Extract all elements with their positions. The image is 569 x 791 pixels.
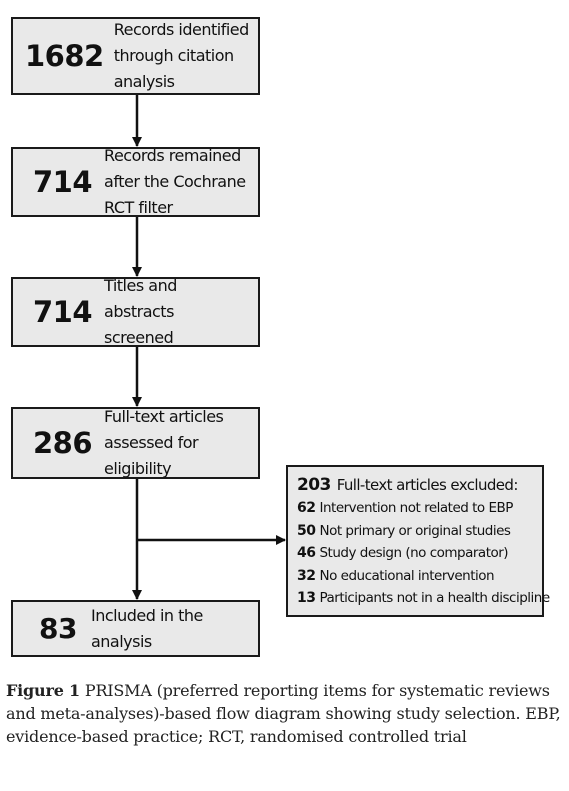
label-included: Included in the analysis <box>90 605 203 651</box>
label-identified: Records identified through citation anal… <box>113 20 250 91</box>
figure-label: Figure 1 <box>6 681 80 700</box>
count-included: 83 <box>39 612 77 645</box>
box-titles-screened: 714 Titles and abstracts screened <box>11 276 260 347</box>
figure-caption: Figure 1 PRISMA (preferred reporting ite… <box>6 679 562 748</box>
box-records-after-filter: 714 Records remained after the Cochrane … <box>11 146 260 217</box>
box-records-identified: 1682 Records identified through citation… <box>11 17 260 95</box>
label-excluded: Full-text articles excluded: <box>336 476 519 494</box>
count-screened: 714 <box>33 295 93 329</box>
flow-arrows <box>132 95 286 600</box>
label-eligibility: Full-text articles assessed for eligibil… <box>104 407 224 478</box>
figure-caption-text: PRISMA (preferred reporting items for sy… <box>6 681 561 746</box>
count-excluded: 203 <box>297 475 331 495</box>
count-after-filter: 714 <box>33 165 93 199</box>
excluded-heading: 203 Full-text articles excluded: <box>297 473 542 497</box>
box-included: 83 Included in the analysis <box>11 600 260 657</box>
count-eligibility: 286 <box>33 426 93 460</box>
label-screened: Titles and abstracts screened <box>104 276 177 347</box>
count-identified: 1682 <box>25 39 104 73</box>
box-eligibility: 286 Full-text articles assessed for elig… <box>11 407 260 479</box>
label-after-filter: Records remained after the Cochrane RCT … <box>104 146 246 217</box>
